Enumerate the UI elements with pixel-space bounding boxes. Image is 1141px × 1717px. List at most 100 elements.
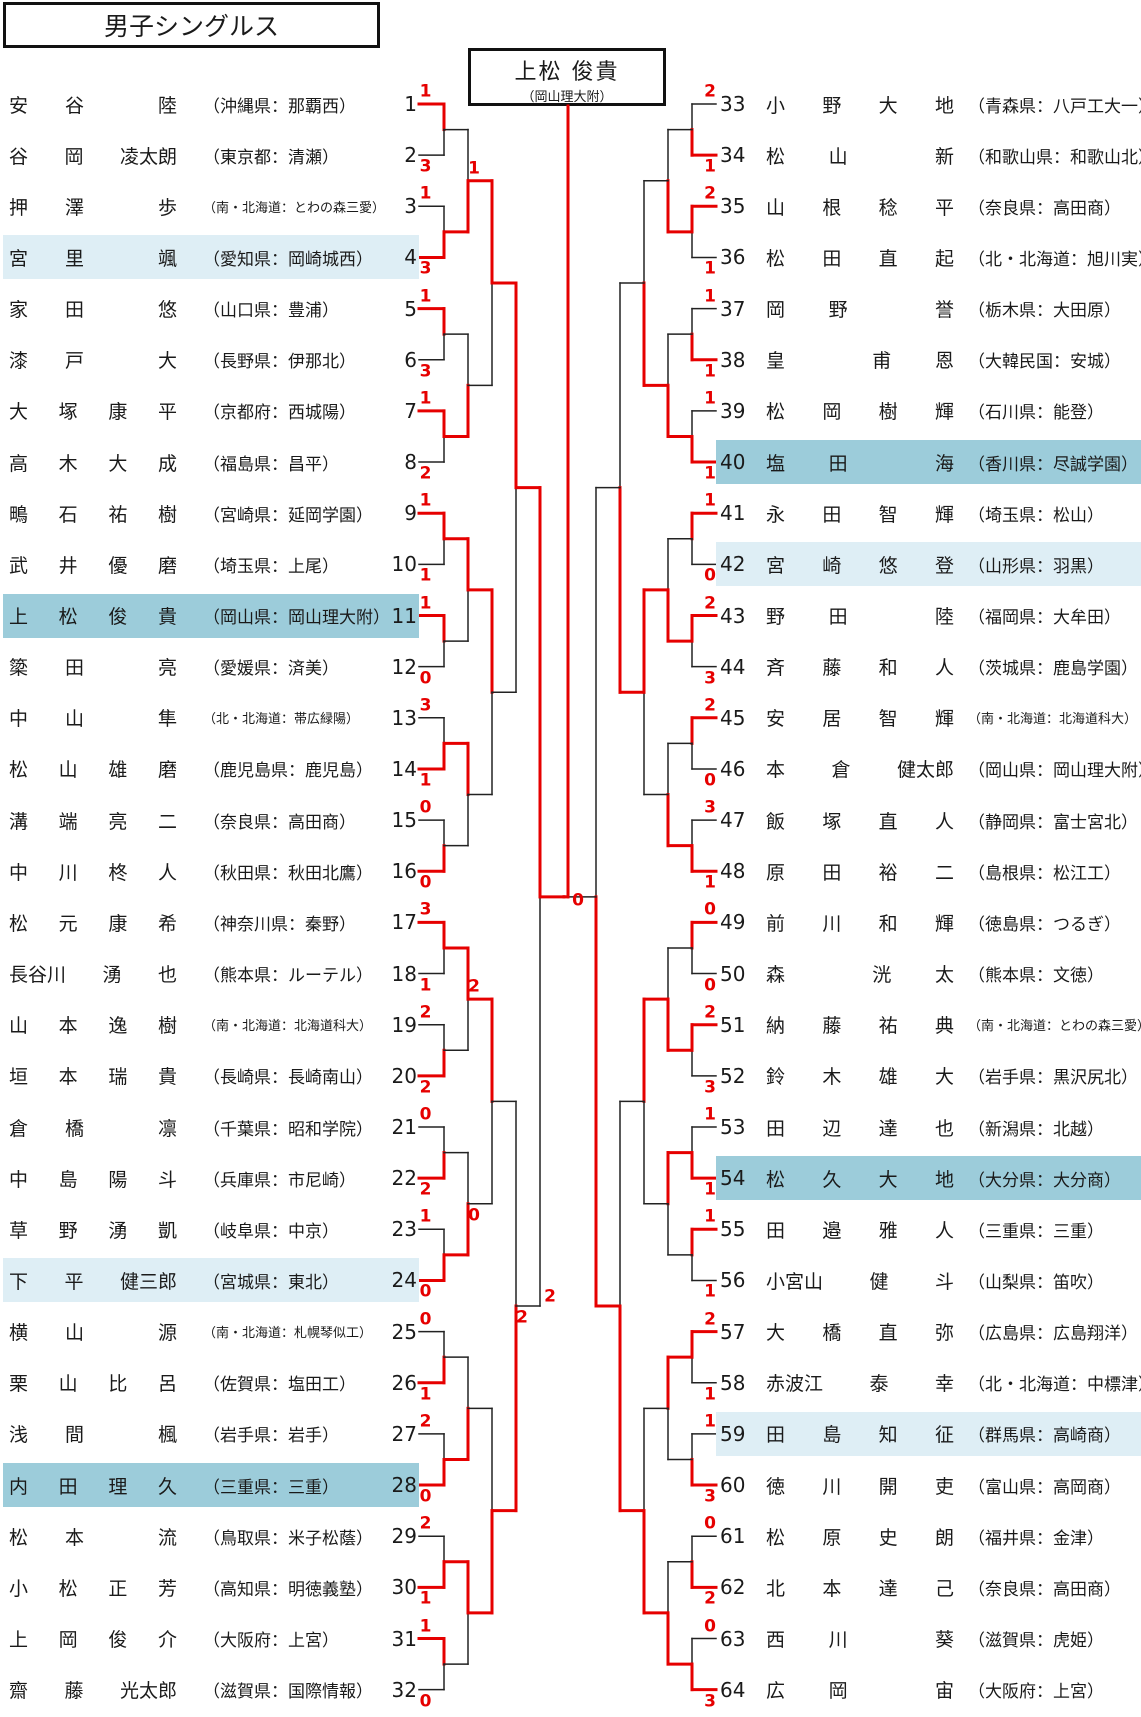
player-row-21: 倉橋凛（千葉県：昭和学院）21 — [3, 1105, 419, 1149]
name-part: 宮 — [766, 554, 786, 577]
name-part: 塩 — [766, 452, 786, 475]
name-part: 大 — [934, 1066, 954, 1089]
name-part: 川 — [828, 1629, 848, 1651]
name-part: 端 — [58, 810, 78, 833]
player-name: 松岡樹輝 — [766, 389, 954, 433]
name-part: 簗 — [9, 657, 29, 680]
name-part: 小宮山 — [766, 1270, 824, 1293]
name-part: 地 — [934, 94, 954, 117]
player-school: （栃木県：大田原） — [968, 301, 1121, 322]
player-name: 松山雄磨 — [9, 747, 177, 791]
player-school: （長崎県：長崎南山） — [203, 1068, 373, 1089]
player-row-11: 上松俊貴（岡山県：岡山理大附）11 — [3, 593, 419, 638]
draw-number: 63 — [720, 1626, 746, 1651]
draw-number: 61 — [720, 1524, 746, 1549]
score-bracket-R-r1-m3-a: 1 — [704, 388, 716, 409]
name-part: 斉 — [766, 657, 786, 680]
name-part: 祐 — [108, 503, 128, 526]
player-school: （新潟県：北越） — [968, 1119, 1104, 1140]
player-name: 北本達己 — [766, 1565, 954, 1609]
player-row-6: 漆戸大（長野県：伊那北）6 — [3, 338, 419, 382]
player-name: 宮崎悠登 — [766, 542, 954, 586]
name-part: 川 — [822, 1475, 842, 1498]
player-school: （広島県：広島翔洋） — [968, 1324, 1138, 1345]
draw-number: 26 — [391, 1370, 417, 1395]
player-row-17: 松元康希（神奈川県：秦野）17 — [3, 900, 419, 944]
name-part: 居 — [822, 708, 842, 731]
name-part: 下 — [9, 1270, 29, 1293]
player-name: 松久大地 — [766, 1156, 954, 1200]
draw-number: 21 — [391, 1115, 417, 1139]
name-part: 起 — [934, 247, 954, 270]
name-part: 陽 — [108, 1168, 128, 1191]
score-bracket-R-r1-m8-b: 0 — [704, 975, 716, 996]
name-part: 瑞 — [108, 1066, 128, 1089]
draw-number: 55 — [720, 1217, 746, 1242]
name-part: 本 — [65, 1526, 85, 1549]
player-school: （三重県：三重） — [203, 1477, 339, 1498]
name-part: 戸 — [65, 350, 85, 373]
name-part: 磨 — [157, 554, 177, 577]
score-bracket-R-r1-m13-a: 1 — [704, 1411, 716, 1432]
name-part: 松 — [766, 1168, 786, 1191]
score-bracket-R-r1-m14-a: 0 — [704, 1513, 716, 1534]
name-part: 田 — [766, 1424, 786, 1447]
score-bracket-R-r1-m5-a: 2 — [704, 593, 716, 613]
name-part: 輝 — [934, 708, 954, 731]
name-part: 颯 — [157, 247, 177, 270]
player-school: （岡山県：岡山理大附） — [968, 761, 1141, 782]
name-part: 斗 — [157, 1168, 177, 1191]
name-part: 中 — [9, 708, 29, 731]
name-part: 源 — [157, 1322, 177, 1345]
champion-name: 上松 俊貴 — [514, 60, 620, 85]
player-school: （沖縄県：那覇西） — [203, 96, 356, 117]
score-bracket-L-r1-m3-a: 1 — [419, 388, 432, 409]
player-school: （大阪府：上宮） — [968, 1682, 1104, 1703]
draw-number: 20 — [391, 1063, 417, 1088]
score-bracket-L-r3-m2-a: 2 — [468, 976, 480, 997]
player-name: 皇甫恩 — [766, 338, 954, 382]
name-part: 石 — [58, 503, 78, 526]
score-bracket-R-r1-m7-b: 1 — [704, 872, 716, 893]
score-bracket-L-r1-m14-a: 2 — [419, 1513, 432, 1534]
player-name: 岡野誉 — [766, 287, 954, 331]
player-row-30: 小松正芳（高知県：明徳義塾）30 — [3, 1565, 419, 1609]
name-part: 邉 — [822, 1219, 842, 1242]
name-part: 史 — [878, 1526, 898, 1549]
name-part: 野 — [822, 94, 842, 117]
player-name: 小松正芳 — [9, 1565, 177, 1609]
name-part: 高 — [9, 452, 29, 475]
name-part: 田 — [766, 1117, 786, 1140]
player-school: （東京都：清瀬） — [203, 147, 339, 168]
draw-number: 59 — [720, 1421, 746, 1446]
name-part: 原 — [822, 1526, 842, 1549]
score-bracket-R-r1-m1-b: 1 — [704, 258, 716, 279]
player-school: （福井県：金津） — [968, 1528, 1104, 1549]
player-name: 赤波江泰幸 — [766, 1361, 954, 1405]
name-part: 貴 — [157, 606, 177, 628]
player-row-18: 長谷川湧也（熊本県：ルーテル）18 — [3, 952, 419, 996]
name-part: 西 — [766, 1629, 786, 1651]
player-row-9: 鴫石祐樹（宮崎県：延岡学園）9 — [3, 491, 419, 535]
name-part: 松 — [9, 1526, 29, 1549]
player-school: （熊本県：文徳） — [968, 966, 1104, 987]
player-school: （和歌山県：和歌山北） — [968, 147, 1141, 168]
player-school: （秋田県：秋田北鷹） — [203, 863, 373, 884]
draw-number: 31 — [391, 1626, 417, 1651]
draw-number: 5 — [404, 296, 417, 321]
draw-number: 2 — [404, 143, 417, 168]
name-part: 中 — [9, 861, 29, 884]
player-name: 松元康希 — [9, 900, 177, 944]
player-school: （大阪府：上宮） — [203, 1631, 339, 1651]
player-row-5: 家田悠（山口県：豊浦）5 — [3, 287, 419, 331]
name-part: 誉 — [934, 299, 954, 322]
player-row-22: 中島陽斗（兵庫県：市尼崎）22 — [3, 1156, 419, 1200]
name-part: 上 — [9, 1629, 29, 1651]
score-bracket-R-r1-m13-b: 3 — [704, 1486, 716, 1507]
name-part: 徳 — [766, 1475, 786, 1498]
name-part: 北 — [766, 1577, 786, 1600]
player-name: 谷岡凌太朗 — [9, 133, 177, 177]
